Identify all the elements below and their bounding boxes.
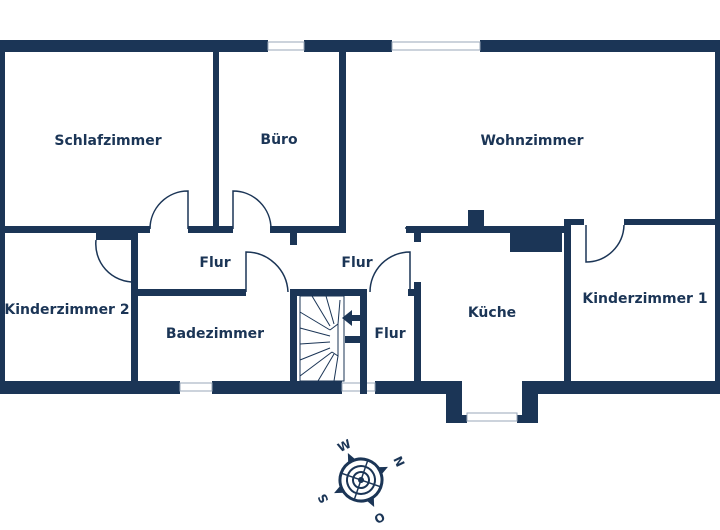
room-labels: Schlafzimmer Büro Wohnzimmer Flur Flur F… bbox=[4, 132, 707, 342]
compass-east: O bbox=[372, 509, 387, 526]
staircase bbox=[299, 295, 362, 382]
outer-walls bbox=[0, 40, 720, 423]
door-buero bbox=[232, 190, 272, 230]
compass-north: N bbox=[390, 454, 407, 469]
label-badezimmer: Badezimmer bbox=[166, 326, 264, 342]
door-kinderzimmer-1 bbox=[585, 224, 625, 263]
door-badezimmer bbox=[245, 251, 289, 293]
window-top-buero bbox=[267, 41, 305, 51]
window-bottom-bad bbox=[179, 382, 213, 392]
interior-walls bbox=[0, 52, 720, 394]
label-kinderzimmer-1: Kinderzimmer 1 bbox=[582, 291, 707, 307]
door-schlafzimmer bbox=[149, 190, 189, 230]
door-kueche bbox=[369, 251, 411, 293]
door-kinderzimmer-2 bbox=[95, 239, 135, 283]
windows bbox=[179, 41, 518, 422]
label-kueche: Küche bbox=[468, 305, 516, 321]
label-wohnzimmer: Wohnzimmer bbox=[480, 133, 583, 149]
label-flur-center: Flur bbox=[341, 255, 372, 271]
label-schlafzimmer: Schlafzimmer bbox=[54, 133, 161, 149]
window-kitchen-bay bbox=[466, 412, 518, 422]
compass-south: S bbox=[315, 491, 331, 505]
label-buero: Büro bbox=[260, 132, 298, 148]
label-flur-stairs: Flur bbox=[374, 326, 405, 342]
compass-west: W bbox=[335, 437, 353, 455]
window-top-wohnzimmer bbox=[391, 41, 481, 51]
stairs-arrow-icon bbox=[342, 310, 362, 326]
doors bbox=[95, 190, 625, 293]
label-flur-left: Flur bbox=[199, 255, 230, 271]
window-bottom-stairs bbox=[341, 382, 376, 392]
label-kinderzimmer-2: Kinderzimmer 2 bbox=[4, 302, 129, 318]
compass-rose-icon: W N S O bbox=[315, 437, 407, 527]
